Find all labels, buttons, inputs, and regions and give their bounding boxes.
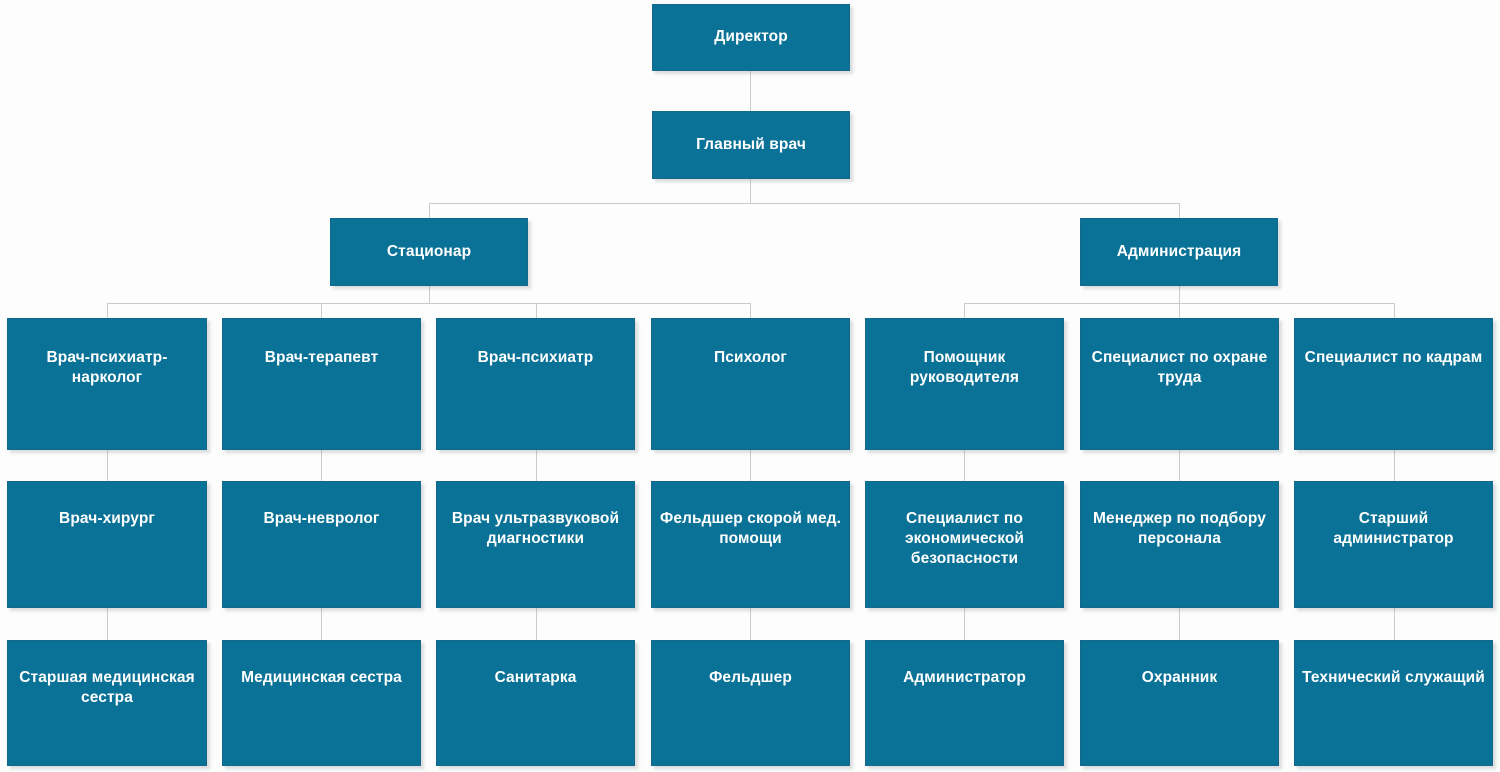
node-administrator[interactable]: Администратор [865, 640, 1064, 766]
node-label: Специалист по кадрам [1304, 349, 1483, 366]
node-security-guard[interactable]: Охранник [1080, 640, 1279, 766]
connector-col5-row3-row4 [964, 450, 965, 481]
node-therapist[interactable]: Врач-терапевт [222, 318, 421, 450]
node-psychiatrist-narcologist[interactable]: Врач-психиатр-нарколог [7, 318, 207, 450]
node-label: Врач-невролог [263, 510, 380, 527]
node-label: Охранник [1141, 669, 1218, 686]
connector-administration-drop [1179, 286, 1180, 303]
node-label: Врач-хирург [59, 510, 155, 527]
node-inpatient[interactable]: Стационар [330, 218, 528, 286]
connector-col7-row4-row5 [1394, 608, 1395, 640]
node-label: Менеджер по подбору персонала [1093, 510, 1266, 548]
node-assistant-manager[interactable]: Помощник руководителя [865, 318, 1064, 450]
node-label: Врач-терапевт [264, 349, 379, 366]
connector-col7-row3-row4 [1394, 450, 1395, 481]
node-label: Врач-психиатр [477, 349, 594, 366]
node-label: Фельдшер скорой мед. помощи [659, 510, 842, 548]
node-neurologist[interactable]: Врач-невролог [222, 481, 421, 608]
node-senior-administrator[interactable]: Старший администратор [1294, 481, 1493, 608]
connector-col4-row3-row4 [750, 450, 751, 481]
connector-inpatient-bus [107, 303, 751, 304]
node-label: Психолог [714, 349, 787, 366]
connector-inpatient-drop [429, 286, 430, 303]
node-label: Стационар [386, 242, 472, 260]
connector-col5-row4-row5 [964, 608, 965, 640]
connector-inpatient-child-1 [107, 303, 108, 318]
node-emergency-paramedic[interactable]: Фельдшер скорой мед. помощи [651, 481, 850, 608]
node-psychologist[interactable]: Психолог [651, 318, 850, 450]
connector-col3-row4-row5 [536, 608, 537, 640]
node-label: Врач ультразвуковой диагностики [451, 510, 620, 548]
node-administration[interactable]: Администрация [1080, 218, 1278, 286]
node-orderly[interactable]: Санитарка [436, 640, 635, 766]
node-label: Технический служащий [1302, 669, 1485, 686]
connector-col3-row3-row4 [536, 450, 537, 481]
node-paramedic[interactable]: Фельдшер [651, 640, 850, 766]
node-label: Помощник руководителя [909, 349, 1020, 387]
node-label: Врач-психиатр-нарколог [46, 349, 168, 387]
connector-director-to-chief [750, 71, 751, 111]
node-label: Администратор [903, 669, 1026, 686]
node-chief-doctor[interactable]: Главный врач [652, 111, 850, 179]
node-psychiatrist[interactable]: Врач-психиатр [436, 318, 635, 450]
node-label: Фельдшер [709, 669, 792, 686]
connector-col6-row4-row5 [1179, 608, 1180, 640]
connector-inpatient-child-4 [750, 303, 751, 318]
connector-col6-row3-row4 [1179, 450, 1180, 481]
connector-col1-row4-row5 [107, 608, 108, 640]
node-economic-security-specialist[interactable]: Специалист по экономической безопасности [865, 481, 1064, 608]
connector-to-administration [1179, 203, 1180, 218]
node-label: Специалист по охране труда [1091, 349, 1268, 387]
node-label: Главный врач [696, 135, 806, 153]
node-label: Старший администратор [1333, 510, 1454, 548]
node-technical-staff[interactable]: Технический служащий [1294, 640, 1493, 766]
node-label: Специалист по экономической безопасности [904, 510, 1025, 568]
node-ultrasound-doctor[interactable]: Врач ультразвуковой диагностики [436, 481, 635, 608]
node-hr-specialist[interactable]: Специалист по кадрам [1294, 318, 1493, 450]
node-labor-safety-specialist[interactable]: Специалист по охране труда [1080, 318, 1279, 450]
node-head-nurse[interactable]: Старшая медицинская сестра [7, 640, 207, 766]
node-label: Старшая медицинская сестра [19, 669, 195, 707]
connector-inpatient-child-2 [321, 303, 322, 318]
connector-chief-drop [750, 179, 751, 203]
node-surgeon[interactable]: Врач-хирург [7, 481, 207, 608]
node-label: Директор [714, 28, 788, 46]
connector-inpatient-child-3 [536, 303, 537, 318]
node-label: Администрация [1116, 242, 1242, 260]
connector-col4-row4-row5 [750, 608, 751, 640]
connector-level3-bus [429, 203, 1179, 204]
connector-col2-row4-row5 [321, 608, 322, 640]
connector-col2-row3-row4 [321, 450, 322, 481]
node-label: Санитарка [494, 669, 577, 686]
node-nurse[interactable]: Медицинская сестра [222, 640, 421, 766]
connector-administration-child-3 [1394, 303, 1395, 318]
connector-administration-child-1 [964, 303, 965, 318]
node-label: Медицинская сестра [241, 669, 402, 686]
connector-administration-child-2 [1179, 303, 1180, 318]
node-recruitment-manager[interactable]: Менеджер по подбору персонала [1080, 481, 1279, 608]
node-director[interactable]: Директор [652, 4, 850, 71]
connector-to-inpatient [429, 203, 430, 218]
connector-col1-row3-row4 [107, 450, 108, 481]
